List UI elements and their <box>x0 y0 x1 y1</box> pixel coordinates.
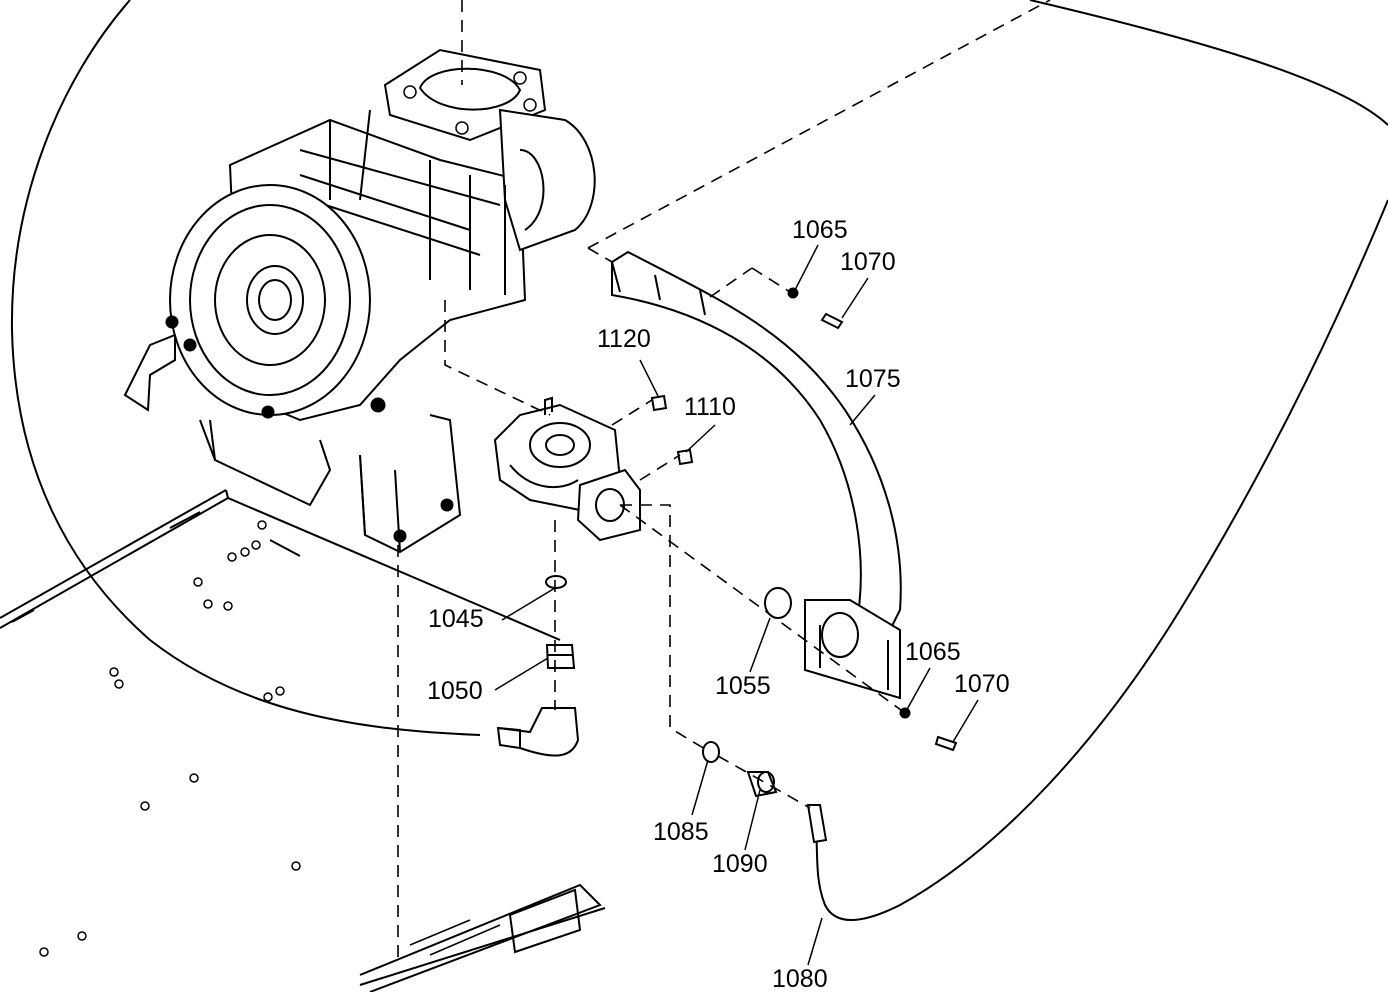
blower-assembly <box>123 48 596 554</box>
base-frame <box>0 489 606 992</box>
callout-1090: 1090 <box>712 850 768 878</box>
base-frame-holes <box>39 520 301 957</box>
leader-lines <box>494 244 979 966</box>
callout-1110: 1110 <box>684 393 736 421</box>
callout-1045: 1045 <box>428 605 484 633</box>
screw-1110 <box>676 448 694 466</box>
pipe-1075 <box>611 250 902 700</box>
enclosure-outline-curve-right <box>1029 0 1388 126</box>
plug-1090 <box>746 771 778 798</box>
sensor-connector-1080 <box>806 804 828 844</box>
callout-1085: 1085 <box>653 818 709 846</box>
callout-1120: 1120 <box>597 325 651 353</box>
callout-1065-top: 1065 <box>792 216 848 244</box>
o-ring-1055 <box>764 587 792 619</box>
valve-block <box>493 396 641 542</box>
callout-1070-bottom: 1070 <box>954 670 1010 698</box>
assembly-lines <box>397 0 1051 960</box>
callout-1050: 1050 <box>427 677 483 705</box>
callout-1080: 1080 <box>772 965 828 992</box>
callout-1070-top: 1070 <box>840 248 896 276</box>
callout-1055: 1055 <box>715 672 771 700</box>
screw-1070-top <box>820 312 844 330</box>
enclosure-outline-curve <box>10 0 481 736</box>
o-ring-1085 <box>702 741 720 763</box>
callout-1065-bottom: 1065 <box>905 638 961 666</box>
nipple-1050 <box>545 644 576 669</box>
callout-1075: 1075 <box>845 365 901 393</box>
elbow-fitting <box>496 707 580 757</box>
screw-1070-bottom <box>934 735 958 752</box>
screw-1120 <box>650 394 668 412</box>
sensor-cable-loop <box>815 199 1388 921</box>
o-ring-1045 <box>545 575 567 589</box>
callout-labels: 1065 1070 1120 1075 1110 1045 1050 1055 … <box>427 216 1010 992</box>
nut-1065-top <box>787 287 799 299</box>
